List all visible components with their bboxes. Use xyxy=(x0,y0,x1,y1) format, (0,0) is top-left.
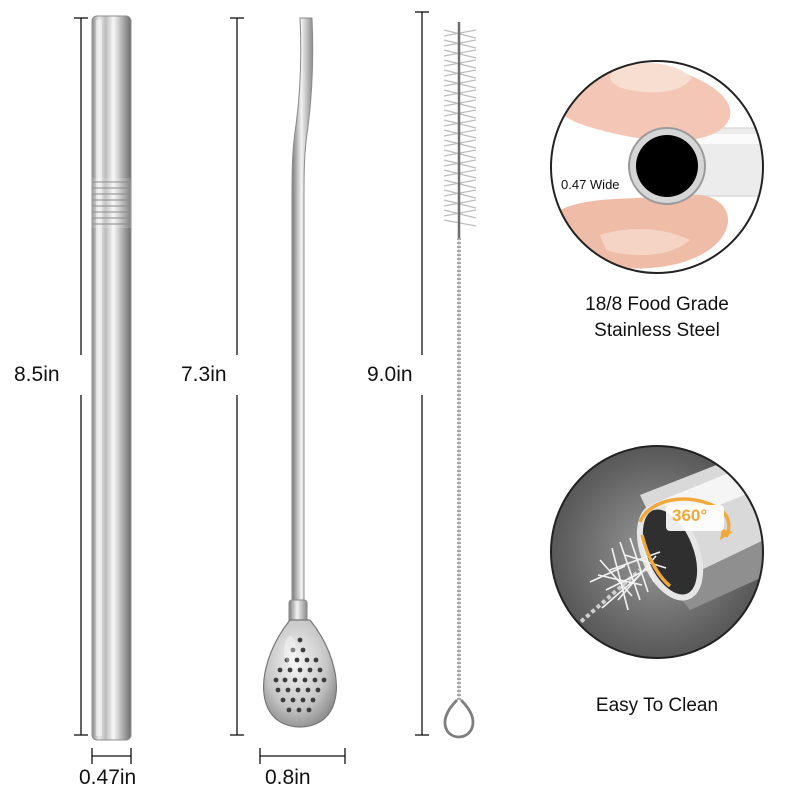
straight-straw-length-dimension xyxy=(74,17,88,736)
straight-straw xyxy=(91,15,132,741)
brush-length-label: 9.0in xyxy=(367,363,413,386)
straw-opening xyxy=(636,135,698,197)
straw-ridges xyxy=(93,181,130,225)
material-caption-line2: Stainless Steel xyxy=(594,320,720,341)
brush-loop-handle xyxy=(443,699,475,739)
cleaning-brush xyxy=(443,22,477,739)
spoon-straw-length-dimension xyxy=(230,17,244,736)
fingernail-top xyxy=(610,63,692,93)
spoon-filter-holes xyxy=(273,637,327,713)
brush-head xyxy=(589,535,667,611)
rotation-badge: 360° xyxy=(672,506,708,525)
straight-straw-length-label: 8.5in xyxy=(14,363,60,386)
spoon-straw xyxy=(263,17,337,728)
detail-circle-brush-clean xyxy=(550,445,764,659)
material-caption: 18/8 Food Grade Stainless Steel xyxy=(557,292,757,344)
detail-circle-straw-end xyxy=(550,60,764,274)
finger-top xyxy=(557,64,731,141)
clean-caption: Easy To Clean xyxy=(595,695,719,716)
spoon-straw-width-dimension xyxy=(259,748,346,764)
material-caption-line1: 18/8 Food Grade xyxy=(585,294,729,315)
wide-label: 0.47 Wide xyxy=(558,176,623,193)
straight-straw-width-label: 0.47in xyxy=(79,766,137,789)
spoon-straw-length-label: 7.3in xyxy=(181,363,227,386)
brush-length-dimension xyxy=(415,11,429,736)
spoon-straw-width-label: 0.8in xyxy=(265,766,311,789)
straight-straw-width-dimension xyxy=(91,748,132,764)
